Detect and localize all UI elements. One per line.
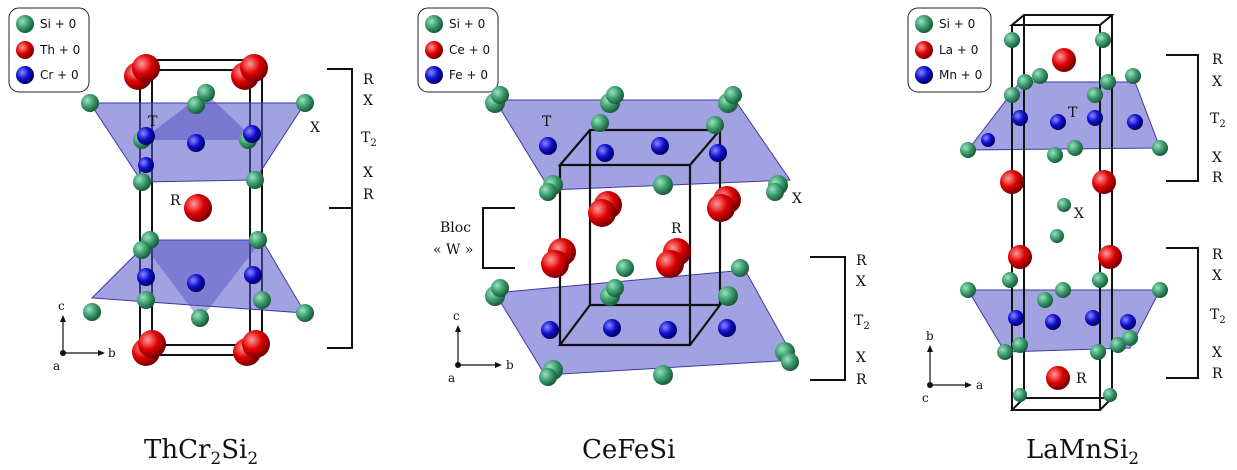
legend-la: La + 0 xyxy=(939,43,978,57)
svg-text:R: R xyxy=(1212,366,1223,382)
atoms-thcr2si2 xyxy=(81,54,314,366)
label-x: X xyxy=(310,120,320,136)
svg-text:c: c xyxy=(58,299,65,313)
bracket-lamnsi2-bottom: R X T2 X R xyxy=(1166,247,1226,382)
legend-th: Th + 0 xyxy=(39,43,80,57)
svg-text:b: b xyxy=(926,329,934,343)
svg-text:a: a xyxy=(976,378,983,392)
svg-text:R: R xyxy=(363,187,374,203)
label-t: T xyxy=(1068,105,1078,121)
legend-cefesi: Si + 0 Ce + 0 Fe + 0 xyxy=(417,7,499,93)
svg-text:X: X xyxy=(363,165,373,181)
fe-legend-icon xyxy=(425,66,443,84)
svg-text:b: b xyxy=(108,346,116,360)
svg-text:X: X xyxy=(856,350,866,366)
legend-fe: Fe + 0 xyxy=(449,68,488,82)
label-x: X xyxy=(1074,206,1084,222)
svg-text:a: a xyxy=(448,371,455,385)
axes-thcr2si2: c a b xyxy=(53,299,116,373)
bloc-w-bracket: Bloc « W » xyxy=(433,207,515,269)
svg-text:Bloc: Bloc xyxy=(440,220,471,236)
svg-text:X: X xyxy=(1212,150,1222,166)
cr-legend-icon xyxy=(16,66,34,84)
svg-text:T2: T2 xyxy=(854,313,870,332)
structure-thcr2si2: Si + 0 Th + 0 Cr + 0 xyxy=(8,7,377,469)
svg-text:b: b xyxy=(506,358,514,372)
svg-text:T2: T2 xyxy=(361,130,377,149)
svg-text:R: R xyxy=(856,253,867,269)
legend-thcr2si2: Si + 0 Th + 0 Cr + 0 xyxy=(8,7,90,93)
tetrahedra-layers-cefesi xyxy=(494,99,796,376)
svg-text:c: c xyxy=(922,391,929,405)
bracket-thcr2si2: R X T2 X R xyxy=(327,68,377,349)
svg-text:R: R xyxy=(856,372,867,388)
legend-lamnsi2: Si + 0 La + 0 Mn + 0 xyxy=(907,7,992,93)
bracket-lamnsi2-top: R X T2 X R xyxy=(1166,52,1226,186)
atoms-lamnsi2 xyxy=(960,32,1168,402)
svg-text:T2: T2 xyxy=(1210,111,1226,130)
atoms-cefesi xyxy=(485,86,799,386)
bracket-cefesi: R X T2 X R xyxy=(810,253,870,388)
svg-text:X: X xyxy=(363,93,373,109)
svg-text:« W »: « W » xyxy=(433,242,473,258)
title-lamnsi2: LaMnSi2 xyxy=(1026,435,1139,469)
legend-si: Si + 0 xyxy=(939,17,975,31)
svg-text:T2: T2 xyxy=(1210,307,1226,326)
title-cefesi: CeFeSi xyxy=(582,435,675,465)
si-legend-icon xyxy=(16,15,34,33)
label-r: R xyxy=(1076,371,1087,387)
title-thcr2si2: ThCr2Si2 xyxy=(144,435,258,469)
la-legend-icon xyxy=(915,41,933,59)
label-t: T xyxy=(148,114,158,130)
legend-si: Si + 0 xyxy=(449,17,485,31)
svg-text:a: a xyxy=(53,359,60,373)
legend-ce: Ce + 0 xyxy=(449,43,490,57)
axes-cefesi: c a b xyxy=(448,309,514,385)
mn-legend-icon xyxy=(915,66,933,84)
label-x: X xyxy=(792,191,802,207)
si-legend-icon xyxy=(425,15,443,33)
svg-text:R: R xyxy=(1212,52,1223,68)
legend-mn: Mn + 0 xyxy=(939,68,982,82)
svg-text:X: X xyxy=(1212,345,1222,361)
svg-text:c: c xyxy=(453,309,460,323)
label-r: R xyxy=(671,221,682,237)
th-legend-icon xyxy=(16,41,34,59)
ce-legend-icon xyxy=(425,41,443,59)
legend-si: Si + 0 xyxy=(40,17,76,31)
structure-lamnsi2: Si + 0 La + 0 Mn + 0 xyxy=(907,7,1226,469)
axes-lamnsi2: b c a xyxy=(922,329,983,405)
label-r: R xyxy=(170,193,181,209)
legend-cr: Cr + 0 xyxy=(40,68,79,82)
svg-text:R: R xyxy=(1212,170,1223,186)
structure-cefesi: Si + 0 Ce + 0 Fe + 0 xyxy=(417,7,870,465)
svg-text:R: R xyxy=(363,72,374,88)
svg-text:R: R xyxy=(1212,247,1223,263)
svg-text:X: X xyxy=(856,274,866,290)
svg-text:X: X xyxy=(1212,74,1222,90)
label-t: T xyxy=(542,114,552,130)
si-legend-icon xyxy=(915,15,933,33)
svg-text:X: X xyxy=(1212,268,1222,284)
